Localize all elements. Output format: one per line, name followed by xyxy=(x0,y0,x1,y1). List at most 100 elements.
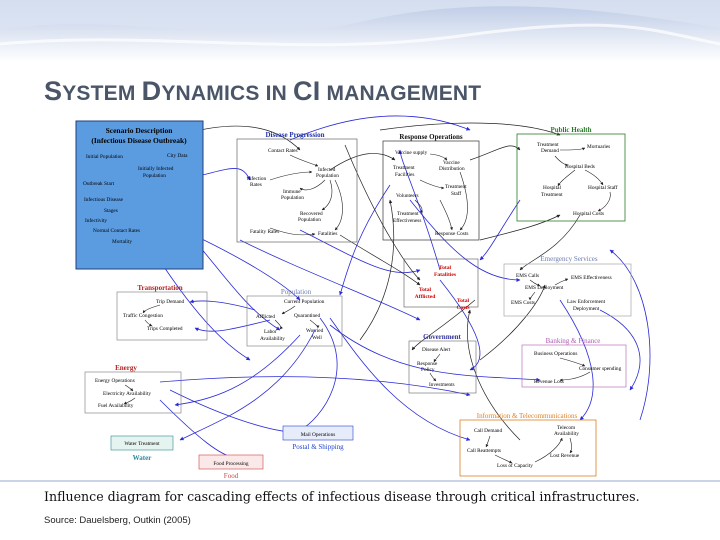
water-var: Water Treatment xyxy=(124,441,160,447)
public-health-var: Hospital xyxy=(543,185,561,191)
emergency-box xyxy=(503,263,632,317)
disease-var: Recovered xyxy=(300,211,323,217)
disease-var: Fatalities xyxy=(318,231,337,237)
public-health-box xyxy=(516,133,626,222)
scenario-var: Outbreak Start xyxy=(83,181,115,187)
response-var: Volunteers xyxy=(396,193,419,199)
link xyxy=(411,299,476,351)
scenario-var: Infectious Disease xyxy=(84,196,124,203)
link xyxy=(179,329,316,441)
scenario-subtitle: (Infectious Disease Outbreak) xyxy=(91,136,187,145)
link xyxy=(189,299,256,311)
disease-var: Population xyxy=(281,195,304,201)
info-var: Telecom xyxy=(557,425,576,431)
scenario-title: Scenario Description xyxy=(106,126,174,135)
total-costs-label: Total xyxy=(457,298,470,304)
banking-var: Revenue Loss xyxy=(534,379,564,385)
link xyxy=(439,279,481,371)
link xyxy=(329,324,541,382)
population-var: Worried xyxy=(306,328,324,334)
transportation-box xyxy=(116,291,208,341)
government-title: Government xyxy=(423,333,461,341)
info-var: Loss of Capacity xyxy=(497,462,533,469)
response-var: Facilities xyxy=(395,172,414,178)
postal-shipping-block: Mail Operations Postal & Shipping xyxy=(282,425,354,451)
disease-box xyxy=(236,138,358,243)
transportation-title: Transportation xyxy=(137,284,182,292)
population-title: Population xyxy=(281,288,312,296)
response-title: Response Operations xyxy=(399,133,462,141)
disease-var: Immune xyxy=(283,189,301,195)
link xyxy=(159,376,471,397)
disease-var: Contact Rates xyxy=(268,148,298,154)
scenario-block: Scenario Description (Infectious Disease… xyxy=(75,120,204,270)
postal-title: Postal & Shipping xyxy=(292,443,344,451)
government-var: Disease Alert xyxy=(422,347,451,353)
food-var: Food Processing xyxy=(213,461,249,467)
link xyxy=(299,229,421,274)
energy-block: Energy Energy Operations Electricity Ava… xyxy=(84,364,182,414)
totals-box xyxy=(403,258,479,308)
header-banner xyxy=(0,0,720,62)
emergency-var: EMS Calls xyxy=(516,273,539,279)
disease-var: Infection xyxy=(247,175,266,182)
response-var: Vaccine supply xyxy=(395,150,428,156)
population-var: Labor xyxy=(264,329,277,335)
emergency-var: Law Enforcement xyxy=(567,298,606,305)
emergency-var: EMS Effectiveness xyxy=(571,274,612,281)
link xyxy=(339,234,421,286)
banner-graphic xyxy=(0,0,720,62)
link xyxy=(379,122,561,136)
disease-var: Population xyxy=(298,217,321,223)
transportation-var: Trip Demand xyxy=(156,299,185,305)
scenario-box xyxy=(75,120,204,270)
response-box xyxy=(382,140,480,241)
public-health-var: Treatment xyxy=(537,142,559,148)
public-health-var: Hospital Beds xyxy=(565,164,595,170)
link xyxy=(359,199,395,341)
energy-var: Fuel Availability xyxy=(98,403,134,409)
total-fatalities-label: Fatalities xyxy=(434,272,457,278)
info-var: Lost Revenue xyxy=(550,453,580,459)
scenario-var: Normal Contact Rates xyxy=(93,228,140,234)
total-afflicted-label: Total xyxy=(419,287,432,293)
public-health-var: Hospital Staff xyxy=(588,184,618,191)
source-citation: Source: Dauelsberg, Outkin (2005) xyxy=(44,515,191,526)
disease-var: Infected xyxy=(318,166,336,173)
total-costs-label: Costs xyxy=(456,305,470,311)
government-var: Investments xyxy=(429,382,455,388)
public-health-title: Public Health xyxy=(550,126,591,134)
food-block: Food Processing Food xyxy=(198,454,264,480)
food-title: Food xyxy=(224,472,239,480)
link xyxy=(398,149,441,271)
link xyxy=(174,334,301,407)
link xyxy=(194,319,271,332)
water-block: Water Treatment Water xyxy=(110,435,174,462)
scenario-var: Initially Infected xyxy=(138,165,174,172)
scenario-var: Stages xyxy=(104,208,118,214)
link xyxy=(559,299,594,421)
scenario-var: City Data xyxy=(167,153,188,159)
link xyxy=(299,317,338,431)
response-var: Treatment xyxy=(445,184,467,190)
disease-progression-block: Disease Progression Contact Rates Infect… xyxy=(236,131,358,243)
population-var: Afflicted xyxy=(256,313,275,320)
water-box xyxy=(110,435,174,451)
response-var: Treatment xyxy=(397,211,419,217)
population-var: Current Population xyxy=(284,299,325,305)
response-var: Vaccine xyxy=(443,160,460,166)
response-operations-block: Response Operations Vaccine supply Vacci… xyxy=(382,133,480,241)
emergency-title: Emergency Services xyxy=(540,255,597,263)
emergency-var: Deployment xyxy=(573,306,600,312)
energy-var: Energy Operations xyxy=(95,378,135,384)
public-health-var: Hospital Costs xyxy=(573,211,604,217)
info-telecom-block: Information & Telecommunications Call De… xyxy=(459,412,597,477)
public-health-var: Treatment xyxy=(541,192,563,198)
population-var: Quarantined xyxy=(294,313,321,319)
public-health-var: Demand xyxy=(541,148,559,154)
energy-title: Energy xyxy=(115,364,137,372)
link xyxy=(467,309,521,441)
figure-caption: Influence diagram for cascading effects … xyxy=(44,489,640,504)
link xyxy=(289,115,471,141)
